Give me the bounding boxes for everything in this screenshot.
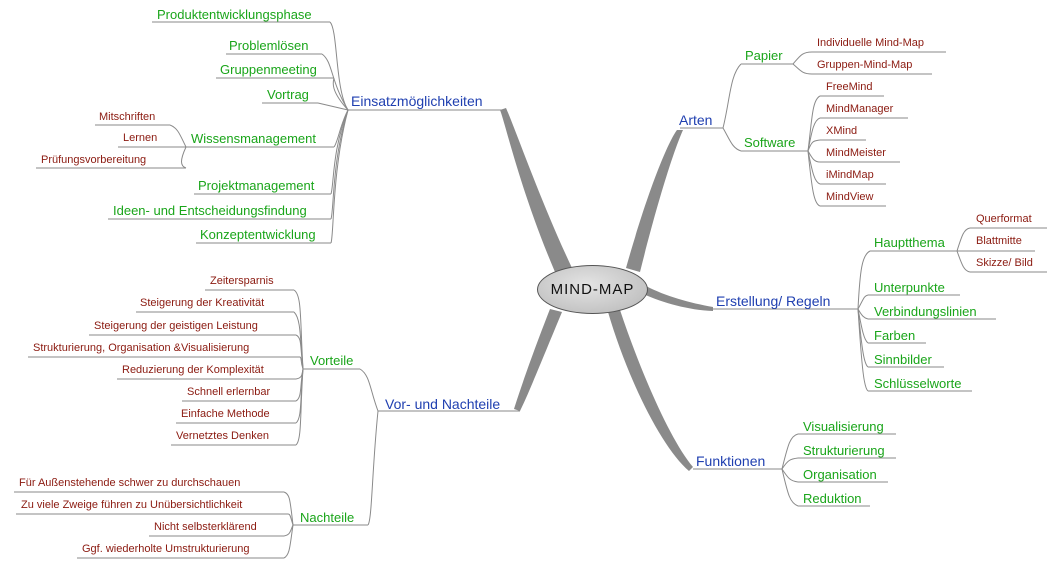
node-organisation: Organisation xyxy=(803,467,877,482)
leaf-imindmap: iMindMap xyxy=(826,169,874,181)
node-produktentwicklungsphase: Produktentwicklungsphase xyxy=(157,7,312,22)
leaf-zu-viele-zweige: Zu viele Zweige führen zu Unübersichtlic… xyxy=(21,499,243,511)
node-wissensmanagement: Wissensmanagement xyxy=(191,131,316,146)
leaf-mindview: MindView xyxy=(826,191,874,203)
leaf-lernen: Lernen xyxy=(123,132,158,144)
leaf-zeitersparnis: Zeitersparnis xyxy=(210,275,274,287)
branch-vor-und-nachteile: Vor- und Nachteile xyxy=(385,396,501,412)
main-branch-shapes xyxy=(500,108,713,471)
node-software: Software xyxy=(744,135,796,150)
node-konzeptentwicklung: Konzeptentwicklung xyxy=(200,227,316,242)
central-topic: MIND-MAP xyxy=(537,265,648,314)
leaf-pruefungsvorbereitung: Prüfungsvorbereitung xyxy=(41,154,147,166)
leaf-skizze-bild: Skizze/ Bild xyxy=(976,257,1033,269)
leaf-gruppen-mind-map: Gruppen-Mind-Map xyxy=(817,59,913,71)
leaf-blattmitte: Blattmitte xyxy=(976,235,1022,247)
leaf-mitschriften: Mitschriften xyxy=(99,111,156,123)
node-reduktion: Reduktion xyxy=(803,491,862,506)
main-branch-funktionen xyxy=(608,310,693,471)
node-verbindungslinien: Verbindungslinien xyxy=(874,304,977,319)
node-ideen-entscheidungsfindung: Ideen- und Entscheidungsfindung xyxy=(113,203,307,218)
node-hauptthema: Hauptthema xyxy=(874,235,945,250)
node-projektmanagement: Projektmanagement xyxy=(198,178,315,193)
node-nachteile: Nachteile xyxy=(300,510,355,525)
leaf-aussenstehende: Für Außenstehende schwer zu durchschauen xyxy=(19,477,241,489)
leaf-freemind: FreeMind xyxy=(826,81,873,93)
node-unterpunkte: Unterpunkte xyxy=(874,280,945,295)
leaf-vernetztes-denken: Vernetztes Denken xyxy=(176,430,269,442)
node-visualisierung: Visualisierung xyxy=(803,419,884,434)
main-branch-einsatz xyxy=(500,108,572,272)
node-papier: Papier xyxy=(745,48,783,63)
node-problemloesen: Problemlösen xyxy=(229,38,309,53)
sub-branch-lines xyxy=(14,21,1047,559)
main-branch-arten xyxy=(626,130,683,272)
branch-arten: Arten xyxy=(679,112,713,128)
node-sinnbilder: Sinnbilder xyxy=(874,352,932,367)
leaf-nicht-selbsterklaerend: Nicht selbsterklärend xyxy=(154,521,257,533)
main-branch-erstellung xyxy=(643,286,713,311)
leaf-steigerung-kreativitaet: Steigerung der Kreativität xyxy=(140,297,265,309)
leaf-xmind: XMind xyxy=(826,125,858,137)
branch-funktionen: Funktionen xyxy=(696,453,766,469)
node-vorteile: Vorteile xyxy=(310,353,354,368)
branch-erstellung-regeln: Erstellung/ Regeln xyxy=(716,293,831,309)
leaf-strukturierung-organisation-visualisierung: Strukturierung, Organisation &Visualisie… xyxy=(33,342,250,354)
leaf-schnell-erlernbar: Schnell erlernbar xyxy=(187,386,271,398)
leaf-umstrukturierung: Ggf. wiederholte Umstrukturierung xyxy=(82,543,250,555)
leaf-querformat: Querformat xyxy=(976,213,1032,225)
node-gruppenmeeting: Gruppenmeeting xyxy=(220,62,317,77)
node-strukturierung: Strukturierung xyxy=(803,443,885,458)
node-vortrag: Vortrag xyxy=(267,87,309,102)
node-schluesselworte: Schlüsselworte xyxy=(874,376,962,391)
leaf-reduzierung-komplexitaet: Reduzierung der Komplexität xyxy=(122,364,264,376)
leaf-steigerung-geistige-leistung: Steigerung der geistigen Leistung xyxy=(94,320,258,332)
main-branch-vorundnach xyxy=(514,309,562,411)
node-farben: Farben xyxy=(874,328,916,343)
leaf-individuelle-mind-map: Individuelle Mind-Map xyxy=(817,37,924,49)
leaf-mindmanager: MindManager xyxy=(826,103,894,115)
leaf-mindmeister: MindMeister xyxy=(826,147,886,159)
leaf-einfache-methode: Einfache Methode xyxy=(181,408,270,420)
branch-einsatzmoeglichkeiten: Einsatzmöglichkeiten xyxy=(351,93,483,109)
